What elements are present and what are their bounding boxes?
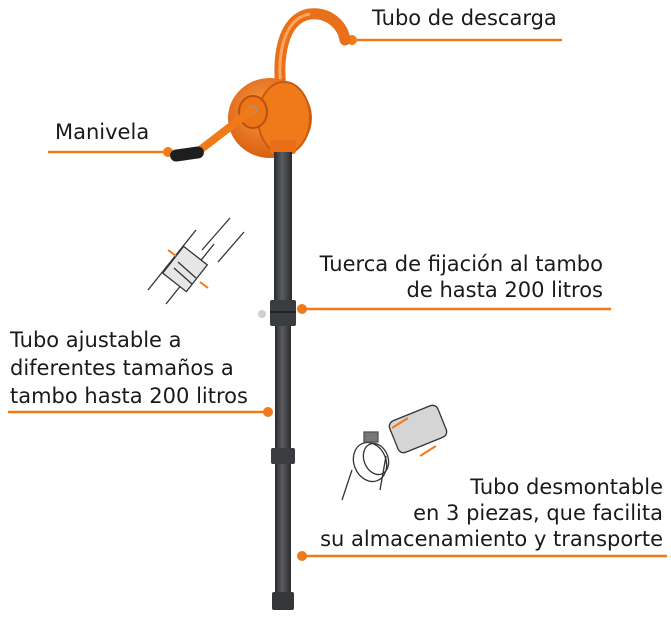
adjustable-line-2: diferentes tamaños a bbox=[10, 356, 234, 380]
adjustable-line-1: Tubo ajustable a bbox=[10, 328, 182, 352]
drum-nut-line-2: de hasta 200 litros bbox=[406, 278, 603, 302]
leader-dot-drum-nut bbox=[297, 304, 307, 314]
crank-handle bbox=[170, 106, 256, 162]
label-crank: Manivela bbox=[55, 122, 149, 143]
label-discharge-tube: Tubo de descarga bbox=[372, 8, 557, 29]
drum-nut-line-1: Tuerca de fijación al tambo bbox=[319, 252, 603, 276]
discharge-tube-text: Tubo de descarga bbox=[372, 6, 557, 30]
label-removable-tube: Tubo desmontable en 3 piezas, que facili… bbox=[320, 474, 663, 552]
suction-tube bbox=[270, 152, 296, 610]
leader-dot-adjustable bbox=[263, 407, 273, 417]
removable-line-2: en 3 piezas, que facilita bbox=[413, 501, 663, 525]
removable-line-1: Tubo desmontable bbox=[470, 475, 663, 499]
removable-tube-sketch bbox=[341, 404, 448, 501]
label-drum-nut: Tuerca de fijación al tambo de hasta 200… bbox=[320, 251, 603, 303]
removable-line-3: su almacenamiento y transporte bbox=[320, 527, 663, 551]
label-adjustable-tube: Tubo ajustable a diferentes tamaños a ta… bbox=[10, 326, 248, 410]
adjustable-connector-sketch bbox=[147, 217, 245, 305]
adjustable-line-3: tambo hasta 200 litros bbox=[10, 384, 248, 408]
crank-text: Manivela bbox=[55, 120, 150, 144]
leader-dot-removable bbox=[297, 551, 307, 561]
